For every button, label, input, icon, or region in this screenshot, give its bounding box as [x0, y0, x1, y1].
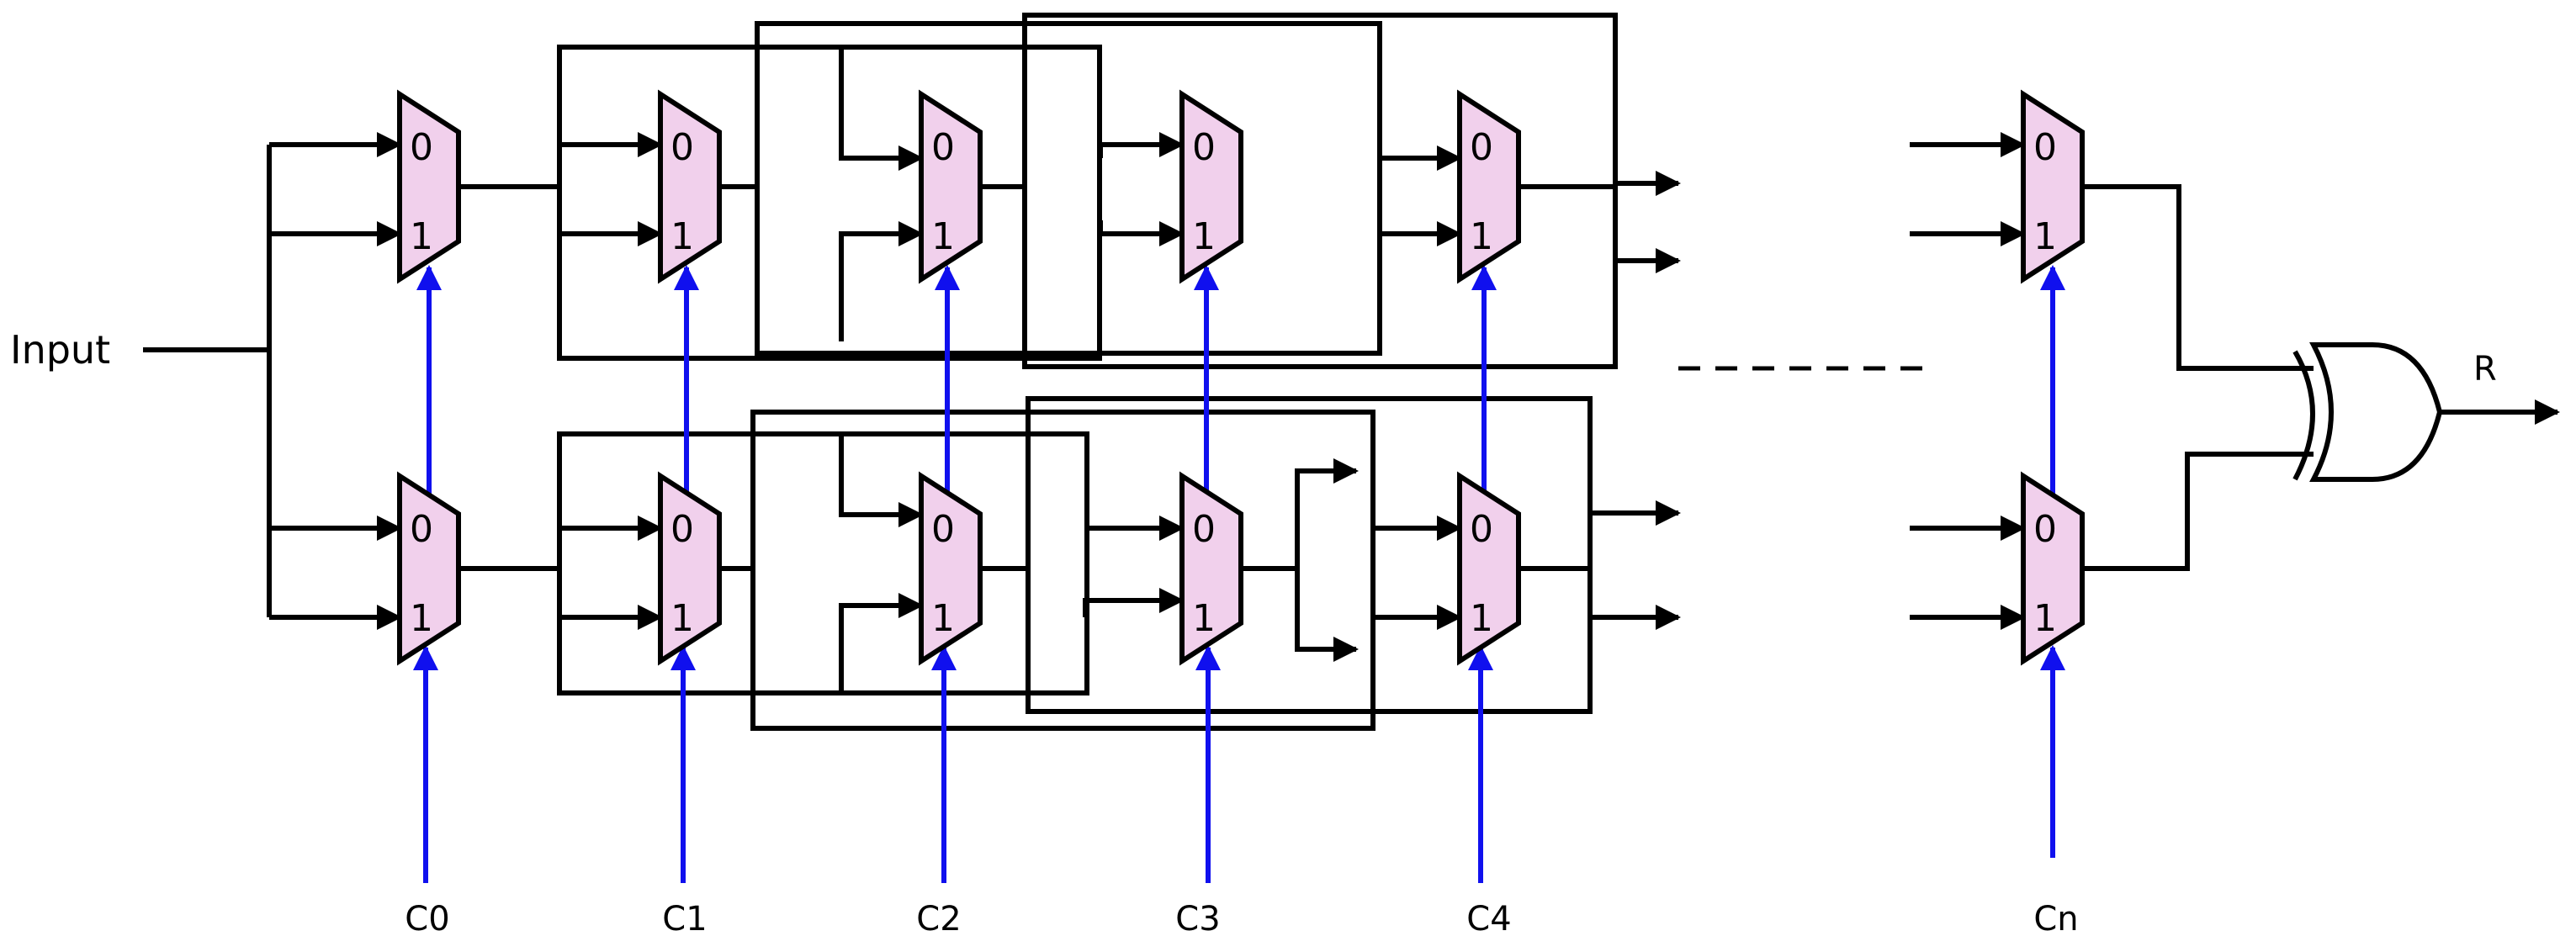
stage1-to-stage2-wires: [719, 21, 1382, 731]
mux-port-0: 0: [671, 508, 694, 551]
mux-port-1: 1: [931, 597, 955, 640]
control-lines: [413, 265, 2065, 883]
mux-port-0: 0: [2033, 508, 2057, 551]
mux-port-0: 0: [1192, 126, 1216, 169]
stage4-output-wires: [1519, 15, 1678, 711]
multiplexer-icon: 0 1: [2021, 471, 2085, 666]
mux-row-lower: 0 1 0 1 0 1 0 1 0 1 0 1: [397, 471, 2085, 666]
multiplexer-icon: 0 1: [2021, 89, 2085, 284]
mux-port-1: 1: [410, 215, 433, 258]
mux-port-1: 1: [410, 597, 433, 640]
mux-port-1: 1: [2033, 215, 2057, 258]
stage3-to-stage4-wires: [1241, 145, 1462, 662]
multiplexer-icon: 0 1: [658, 89, 722, 284]
multiplexer-icon: 0 1: [919, 471, 983, 666]
multiplexer-icon: 0 1: [1179, 89, 1243, 284]
control-label-c2: C2: [916, 900, 961, 939]
mux-port-1: 1: [2033, 597, 2057, 640]
final-stage-input-wires: [1910, 132, 2026, 630]
control-label-c0: C0: [405, 900, 449, 939]
mux-port-0: 0: [931, 508, 955, 551]
mux-port-0: 0: [1470, 126, 1493, 169]
mux-port-1: 1: [671, 597, 694, 640]
output-label: R: [2473, 350, 2497, 389]
control-label-c3: C3: [1175, 900, 1220, 939]
mux-port-0: 0: [1470, 508, 1493, 551]
input-wires: [143, 132, 402, 630]
multiplexer-icon: 0 1: [1179, 471, 1243, 666]
multiplexer-icon: 0 1: [1457, 89, 1521, 284]
control-label-c1: C1: [662, 900, 707, 939]
control-labels: C0 C1 C2 C3 C4 Cn: [405, 900, 2078, 939]
mux-port-0: 0: [2033, 126, 2057, 169]
multiplexer-icon: 0 1: [397, 89, 461, 284]
mux-port-0: 0: [931, 126, 955, 169]
xor-gate-icon: [2292, 342, 2443, 482]
mux-port-0: 0: [410, 126, 433, 169]
mux-port-1: 1: [1192, 597, 1216, 640]
control-label-c4: C4: [1466, 900, 1511, 939]
mux-port-1: 1: [931, 215, 955, 258]
final-stage-to-xor-wires: [2082, 184, 2314, 571]
mux-port-1: 1: [671, 215, 694, 258]
multiplexer-icon: 0 1: [397, 471, 461, 666]
mux-port-1: 1: [1470, 215, 1493, 258]
mux-port-1: 1: [1192, 215, 1216, 258]
mux-row-upper: 0 1 0 1 0 1 0 1 0 1 0 1: [397, 89, 2085, 284]
multiplexer-icon: 0 1: [1457, 471, 1521, 666]
control-label-cn: Cn: [2033, 900, 2078, 939]
mux-port-0: 0: [671, 126, 694, 169]
multiplexer-icon: 0 1: [658, 471, 722, 666]
stage0-to-stage1-wires: [458, 45, 1102, 695]
multiplexer-icon: 0 1: [919, 89, 983, 284]
input-label: Input: [10, 327, 110, 373]
mux-port-0: 0: [410, 508, 433, 551]
mux-port-1: 1: [1470, 597, 1493, 640]
mux-port-0: 0: [1192, 508, 1216, 551]
